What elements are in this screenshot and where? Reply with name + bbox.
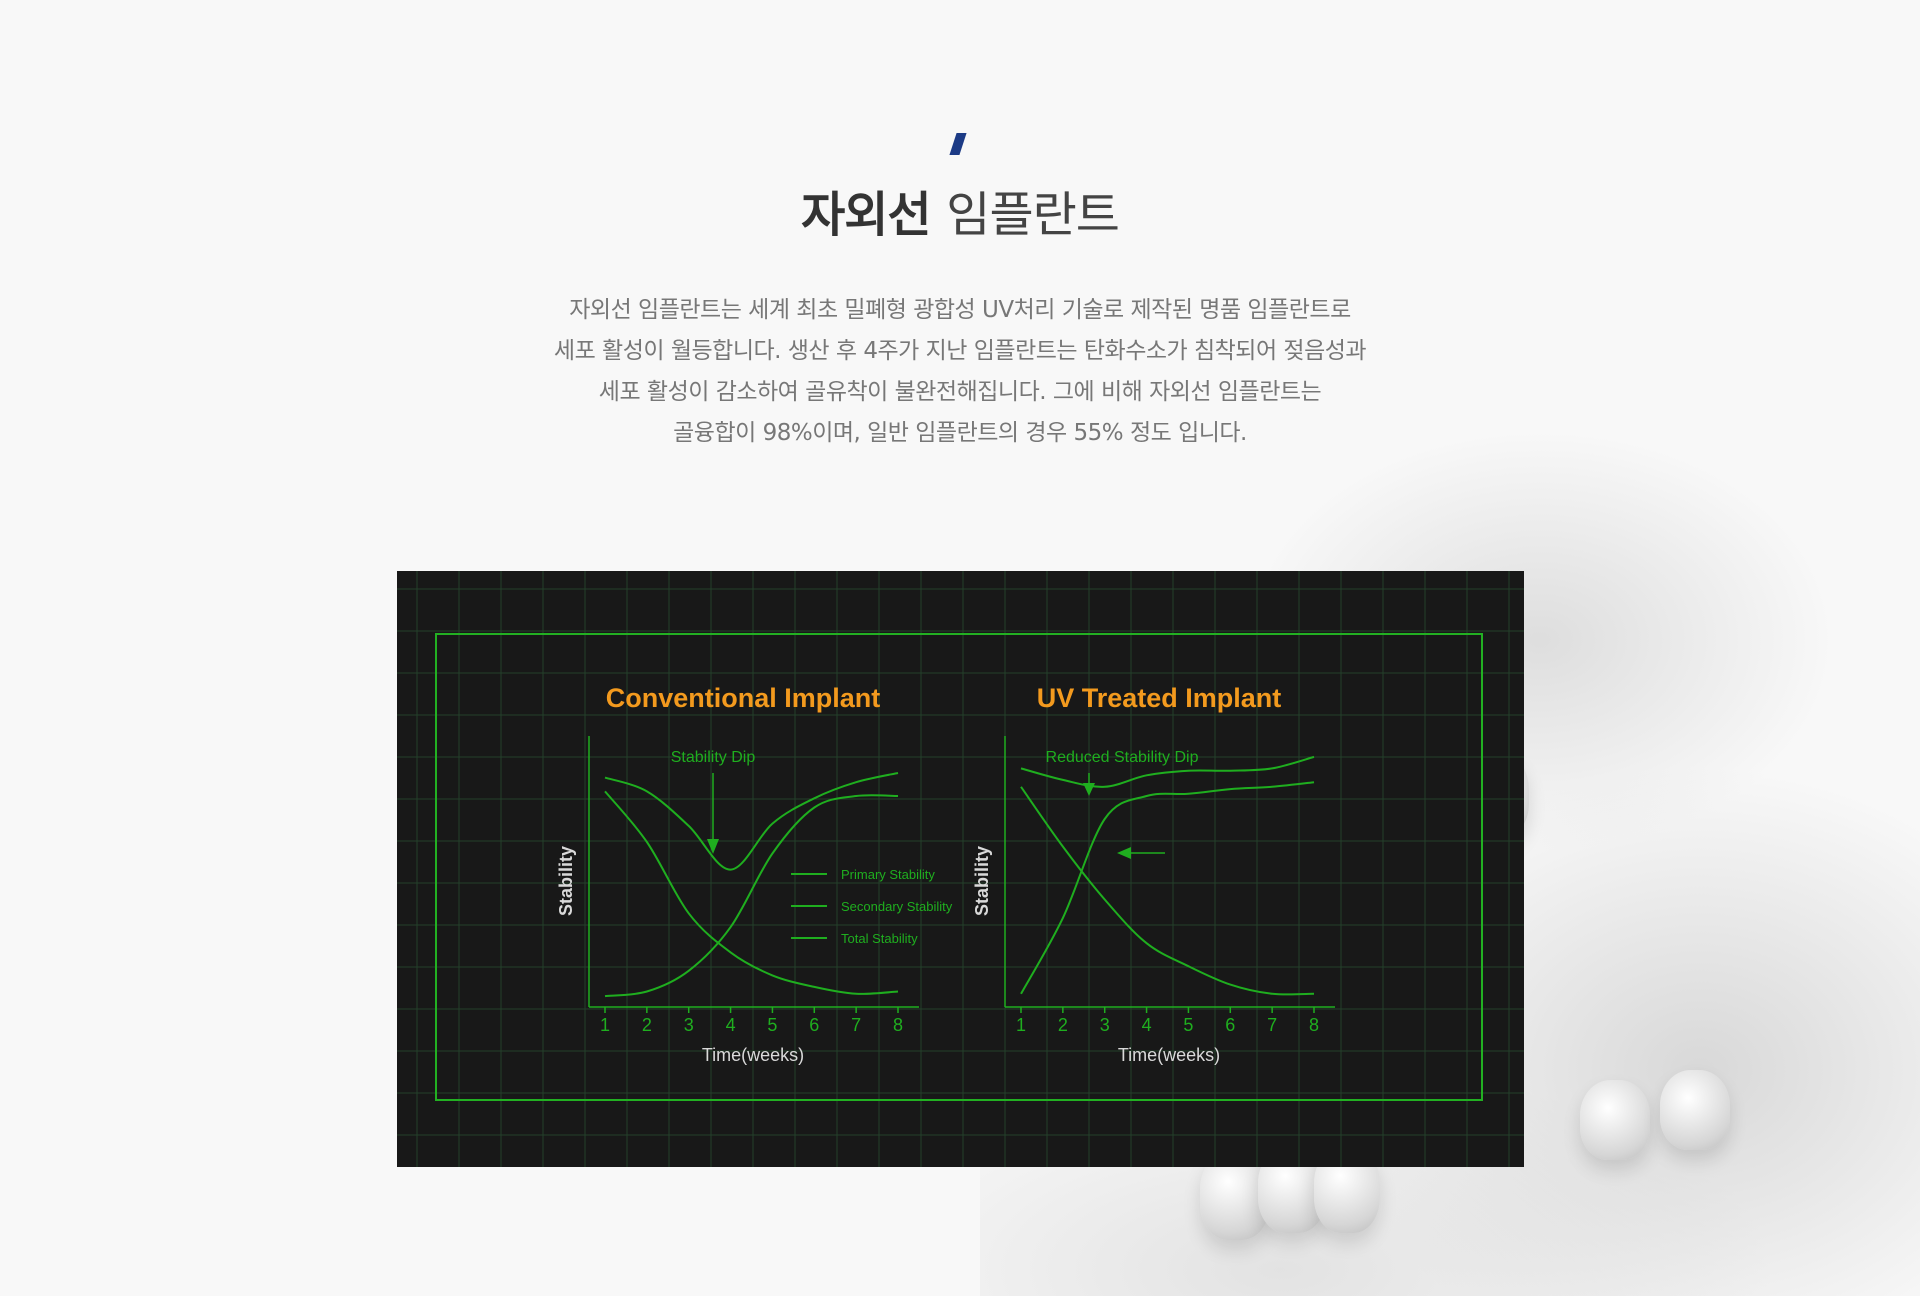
series-line (1020, 781, 1315, 995)
x-axis-label: Time(weeks) (702, 1045, 804, 1065)
series-line (1020, 786, 1315, 996)
x-tick-label: 6 (1225, 1015, 1235, 1035)
x-tick-label: 6 (809, 1015, 819, 1035)
x-tick-label: 4 (726, 1015, 736, 1035)
description-line: 자외선 임플란트는 세계 최초 밀폐형 광합성 UV처리 기술로 제작된 명품 … (569, 297, 1351, 323)
x-tick-label: 8 (893, 1015, 903, 1035)
page-title: 자외선 임플란트 (0, 175, 1920, 245)
x-tick-label: 7 (851, 1015, 861, 1035)
description: 자외선 임플란트는 세계 최초 밀폐형 광합성 UV처리 기술로 제작된 명품 … (0, 290, 1920, 454)
description-line: 세포 활성이 월등합니다. 생산 후 4주가 지난 임플란트는 탄화수소가 침착… (553, 338, 1367, 364)
tooth-image (1660, 1070, 1730, 1150)
annotation-arrowhead (1083, 783, 1095, 796)
x-axis-label: Time(weeks) (1118, 1045, 1220, 1065)
legend-label: Total Stability (841, 931, 918, 946)
x-tick-label: 3 (1100, 1015, 1110, 1035)
x-tick-label: 8 (1309, 1015, 1319, 1035)
y-axis-label: Stability (972, 846, 992, 916)
title-accent-mark (949, 133, 967, 155)
tooth-image (1580, 1080, 1650, 1160)
description-line: 세포 활성이 감소하여 골유착이 불완전해집니다. 그에 비해 자외선 임플란트… (598, 379, 1322, 405)
chart-title: Conventional Implant (606, 683, 881, 713)
legend-label: Primary Stability (841, 867, 935, 882)
chart-title: UV Treated Implant (1037, 683, 1282, 713)
x-tick-label: 1 (600, 1015, 610, 1035)
series-line (604, 794, 899, 998)
x-tick-label: 5 (1183, 1015, 1193, 1035)
x-tick-label: 2 (1058, 1015, 1068, 1035)
page-title-light: 임플란트 (946, 187, 1120, 243)
x-tick-label: 1 (1016, 1015, 1026, 1035)
series-line (1020, 755, 1315, 788)
page-title-bold: 자외선 (801, 187, 931, 243)
x-tick-label: 5 (767, 1015, 777, 1035)
x-tick-label: 4 (1142, 1015, 1152, 1035)
x-tick-label: 7 (1267, 1015, 1277, 1035)
legend-label: Secondary Stability (841, 899, 953, 914)
series-line (604, 772, 899, 871)
annotation-arrowhead (707, 839, 719, 854)
description-line: 골융합이 98%이며, 일반 임플란트의 경우 55% 정도 입니다. (673, 420, 1247, 446)
y-axis-label: Stability (556, 846, 576, 916)
x-tick-label: 2 (642, 1015, 652, 1035)
x-tick-label: 3 (684, 1015, 694, 1035)
series-line (604, 790, 899, 995)
annotation-label: Stability Dip (671, 749, 756, 766)
pointer-arrowhead (1117, 847, 1131, 859)
chart-frame (435, 633, 1483, 1101)
annotation-label: Reduced Stability Dip (1046, 749, 1199, 766)
